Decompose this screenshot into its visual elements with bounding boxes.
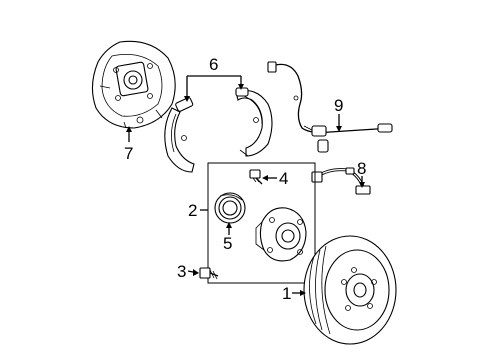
arrow-3 <box>193 269 199 276</box>
brake-shoes-icon <box>164 87 273 173</box>
callout-7: 7 <box>124 144 133 163</box>
callout-1: 1 <box>282 284 291 303</box>
callout-6: 6 <box>209 55 218 74</box>
callout-3: 3 <box>177 262 186 281</box>
callout-5: 5 <box>223 234 232 253</box>
hub-flange-icon <box>255 207 307 262</box>
arrow-6b <box>238 84 244 90</box>
arrow-7 <box>126 126 132 132</box>
arrow-8 <box>359 182 365 188</box>
callout-2: 2 <box>188 201 197 220</box>
arrow-4 <box>262 175 268 181</box>
arrow-6a <box>184 96 190 102</box>
wheel-bearing-icon <box>214 192 246 224</box>
brake-drum-icon <box>303 235 397 345</box>
hub-bolt-icon <box>249 169 263 185</box>
hub-bearing-assembly-group <box>207 162 316 284</box>
callout-8: 8 <box>357 159 366 178</box>
callout-4: 4 <box>279 169 288 188</box>
bleeder-screw-icon <box>199 267 219 280</box>
arrow-1 <box>300 290 306 296</box>
backing-plate-icon <box>91 40 176 129</box>
arrow-9 <box>336 126 342 132</box>
abs-sensor-wire-icon <box>267 61 393 153</box>
arrow-5 <box>226 222 232 228</box>
callout-9: 9 <box>334 96 343 115</box>
